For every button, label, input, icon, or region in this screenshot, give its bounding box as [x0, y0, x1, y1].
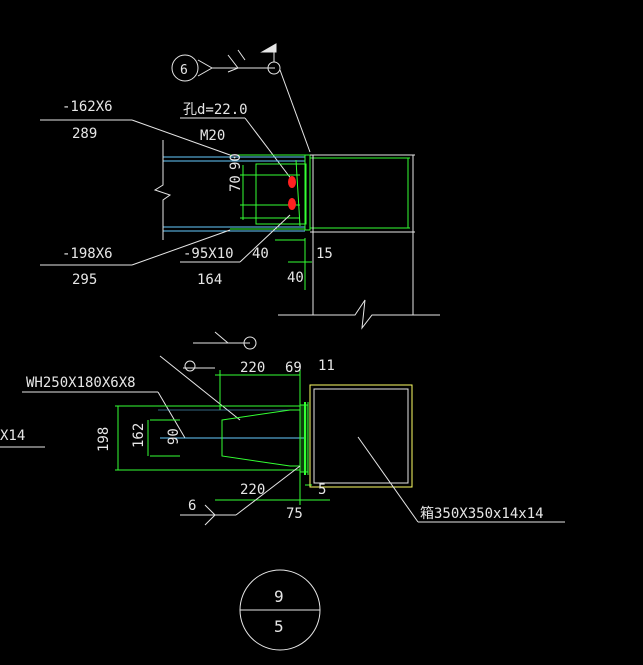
elevation-plates: [230, 154, 410, 231]
dim-11: 11: [318, 358, 335, 374]
detail-marker: 9 5: [239, 569, 321, 651]
gap-15: 15: [316, 246, 333, 262]
bolt-2: [288, 198, 296, 210]
leader-bolt: [244, 117, 293, 181]
gap-40b: 40: [287, 270, 304, 286]
beam-label: WH250X180X6X8: [26, 375, 136, 391]
gap-40a: 40: [252, 246, 269, 262]
plate-top-length: 289: [72, 126, 97, 142]
leader-plate-top-diag: [131, 119, 231, 156]
dim-69: 69: [285, 360, 302, 376]
dim-90: 90: [228, 153, 244, 170]
column-plan: [309, 384, 413, 488]
detail-marker-bottom: 5: [274, 617, 284, 636]
plan-view: WH250X180X6X8 X14: [0, 331, 565, 526]
beam-label-leader: [157, 391, 186, 439]
detail-marker-top: 9: [274, 587, 284, 606]
left-cut-label: X14: [0, 428, 25, 444]
plan-weld-symbol-bottom: [180, 465, 301, 526]
bolt-1: [288, 176, 296, 188]
weld-callout-symbol: [171, 43, 311, 153]
column-elevation: [278, 154, 440, 330]
beam-break-line: [153, 140, 172, 240]
stiffener-label: -95X10: [183, 246, 234, 262]
elevation-view: 6 -162X6 289 孔d=22.0 M20: [40, 43, 440, 330]
stiffener-length: 164: [197, 272, 222, 288]
leader-plate-bottom-diag: [131, 229, 231, 266]
dim-75: 75: [286, 506, 303, 522]
plan-weld-symbol-top: [159, 331, 257, 421]
leader-stiffener: [239, 214, 291, 263]
dim-90-plan: 90: [166, 428, 182, 445]
dim-162: 162: [131, 423, 147, 448]
elevation-dim-lines: [275, 238, 312, 290]
dim-220-top: 220: [240, 360, 265, 376]
column-label-leader: [357, 436, 419, 523]
dim-70: 70: [228, 175, 244, 192]
callout-number: 6: [180, 63, 188, 78]
hole-label: 孔d=22.0: [183, 102, 248, 118]
dim-220-bottom: 220: [240, 482, 265, 498]
plate-top-label: -162X6: [62, 99, 113, 115]
dim-198: 198: [96, 427, 112, 452]
plate-bottom-length: 295: [72, 272, 97, 288]
plan-flange-plate: [115, 370, 330, 505]
column-label: 箱350X350x14x14: [420, 506, 544, 522]
dim-5: 5: [318, 482, 326, 498]
weld-size-6: 6: [188, 498, 196, 514]
plate-bottom-label: -198X6: [62, 246, 113, 262]
bolt-label: M20: [200, 128, 225, 144]
